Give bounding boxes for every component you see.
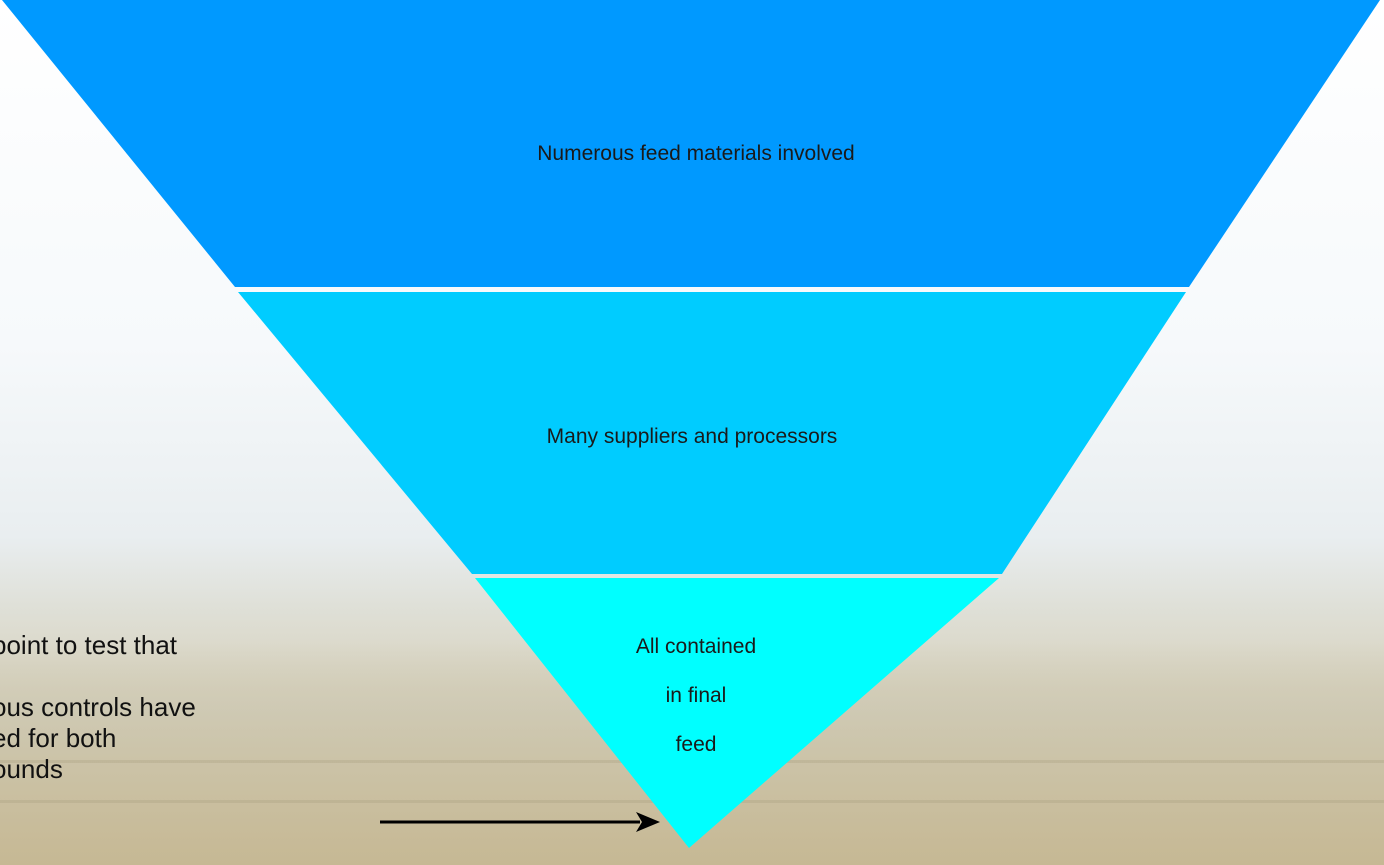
side-text-line: point to test that [0, 630, 178, 660]
funnel-level-middle [238, 292, 1186, 574]
funnel-level-top-label: Numerous feed materials involved [537, 142, 854, 165]
funnel-level-bottom-label: feed [676, 733, 717, 756]
funnel-level-bottom-label: in final [666, 684, 727, 707]
side-text-line: ous controls have [0, 692, 196, 722]
side-text-line: ounds [0, 754, 63, 784]
funnel-level-bottom [475, 578, 999, 848]
funnel-level-bottom-label: All contained [636, 635, 756, 658]
side-text: point to test that ous controls have ed … [0, 630, 692, 785]
funnel-level-middle-label: Many suppliers and processors [547, 425, 838, 448]
funnel-level-top [2, 0, 1380, 287]
arrow-icon [380, 812, 660, 832]
side-text-line: ed for both [0, 723, 117, 753]
